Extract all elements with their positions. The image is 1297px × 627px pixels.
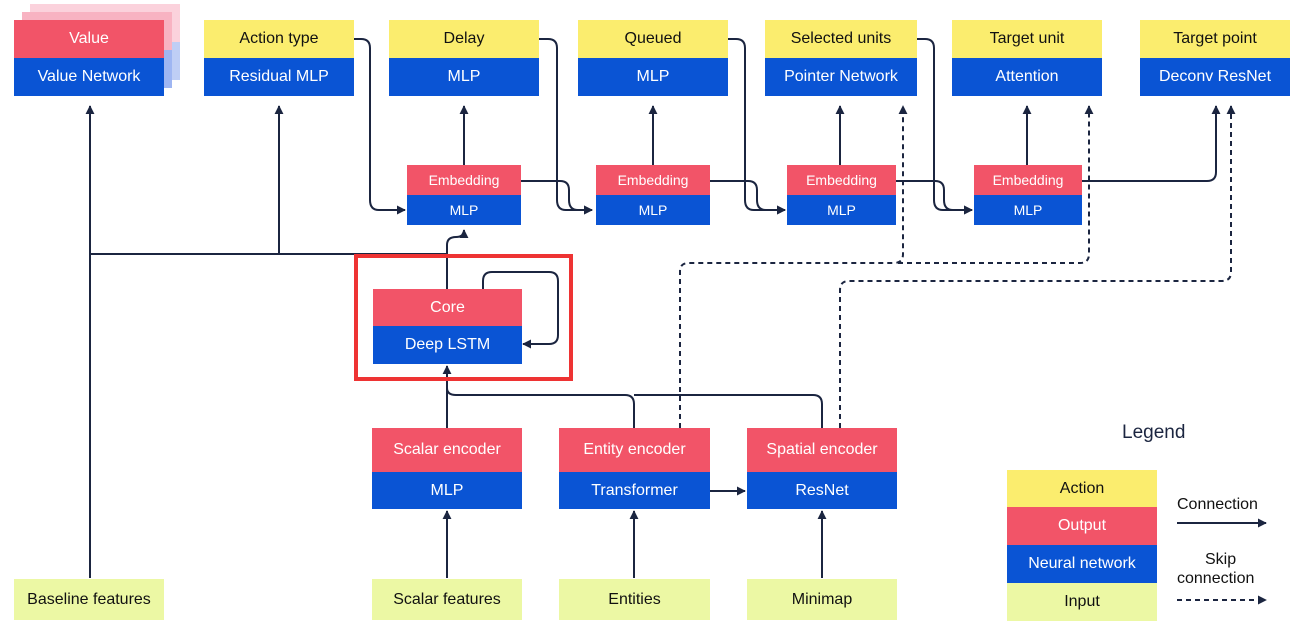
spatial-encoder-network: ResNet <box>747 472 897 509</box>
value-output-box: Value <box>14 20 164 58</box>
head-delay-network: MLP <box>389 58 539 96</box>
core-output-box: Core <box>373 289 522 326</box>
scalar-encoder-network: MLP <box>372 472 522 509</box>
embedding-2: Embedding <box>596 165 710 195</box>
scalar-encoder-box: Scalar encoder <box>372 428 522 472</box>
arrow-selected-to-embed4 <box>916 38 973 215</box>
head-action-type: Action type <box>204 20 354 58</box>
legend-connection-label: Connection <box>1177 496 1258 513</box>
spatial-encoder-box: Spatial encoder <box>747 428 897 472</box>
input-scalar-features: Scalar features <box>372 579 522 620</box>
head-queued-network: MLP <box>578 58 728 96</box>
head-delay: Delay <box>389 20 539 58</box>
arrow-queued-to-embed3 <box>727 38 786 215</box>
arrow-embed4-to-target-point <box>1082 105 1221 182</box>
legend-neural-network: Neural network <box>1007 545 1157 583</box>
legend-title: Legend <box>1122 422 1186 443</box>
arrow-delay-to-embed2 <box>539 38 593 215</box>
input-minimap: Minimap <box>747 579 897 620</box>
embedding-1: Embedding <box>407 165 521 195</box>
arrow-action-type-to-embed1 <box>352 38 406 215</box>
legend-output: Output <box>1007 507 1157 545</box>
head-target-point-network: Deconv ResNet <box>1140 58 1290 96</box>
arrow-core-loop <box>482 271 559 349</box>
embedding-2-mlp: MLP <box>596 195 710 225</box>
head-selected-units: Selected units <box>765 20 917 58</box>
head-target-point: Target point <box>1140 20 1290 58</box>
input-entities: Entities <box>559 579 710 620</box>
embedding-4: Embedding <box>974 165 1082 195</box>
head-action-type-network: Residual MLP <box>204 58 354 96</box>
entity-encoder-box: Entity encoder <box>559 428 710 472</box>
legend-input: Input <box>1007 583 1157 621</box>
arrow-embed2-to-embed3 <box>710 180 786 215</box>
embedding-3-mlp: MLP <box>787 195 896 225</box>
value-network-box: Value Network <box>14 58 164 96</box>
core-network-box: Deep LSTM <box>373 326 522 364</box>
head-selected-units-network: Pointer Network <box>765 58 917 96</box>
arrow-core-to-embed1 <box>446 229 469 254</box>
arrow-embed3-to-embed4 <box>896 180 973 215</box>
skip-entity-to-target-unit <box>898 105 1094 264</box>
core-highlight-frame <box>354 254 573 381</box>
legend-skip-label-2: connection <box>1177 570 1255 587</box>
arrow-embed1-to-embed2 <box>521 180 593 215</box>
embedding-3: Embedding <box>787 165 896 195</box>
legend-action: Action <box>1007 470 1157 507</box>
embedding-1-mlp: MLP <box>407 195 521 225</box>
head-target-unit-network: Attention <box>952 58 1102 96</box>
embedding-4-mlp: MLP <box>974 195 1082 225</box>
head-queued: Queued <box>578 20 728 58</box>
skip-spatial-to-target-point <box>839 105 1236 428</box>
legend-skip-label-1: Skip <box>1205 551 1237 568</box>
head-target-unit: Target unit <box>952 20 1102 58</box>
input-baseline-features: Baseline features <box>14 579 164 620</box>
entity-encoder-network: Transformer <box>559 472 710 509</box>
skip-entity-to-selected <box>679 105 908 428</box>
